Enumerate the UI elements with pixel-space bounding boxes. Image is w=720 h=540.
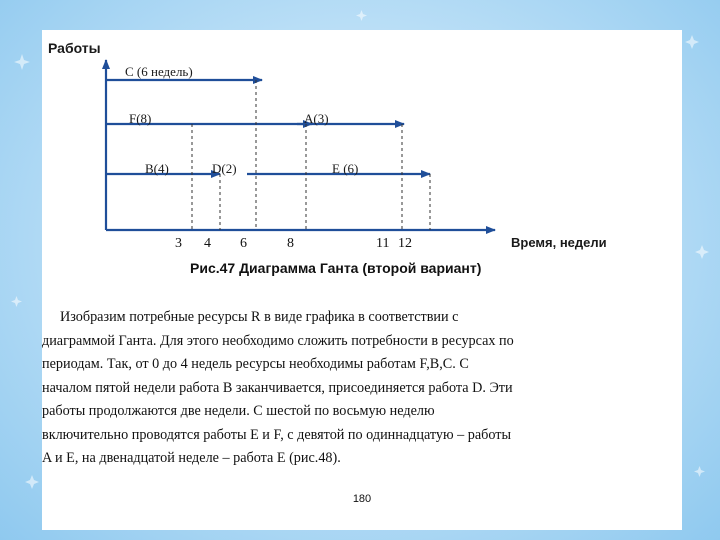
body-text-line: диаграммой Ганта. Для этого необходимо с… bbox=[42, 332, 514, 349]
task-label-d: D(2) bbox=[212, 161, 237, 176]
body-text-line: периодам. Так, от 0 до 4 недель ресурсы … bbox=[42, 356, 469, 372]
body-text-line: включительно проводятся работы E и F, с … bbox=[42, 426, 512, 443]
body-text-line: началом пятой недели работа B заканчивае… bbox=[42, 379, 513, 396]
slide-page: Работы C (6 недель) F(8) A(3) B(4) D(2) … bbox=[42, 30, 682, 530]
task-label-a: A(3) bbox=[304, 111, 329, 126]
gantt-figure: Работы C (6 недель) F(8) A(3) B(4) D(2) … bbox=[42, 30, 682, 320]
y-axis-label: Работы bbox=[48, 40, 101, 56]
tick-label: 4 bbox=[204, 236, 211, 251]
figure-caption: Рис.47 Диаграмма Ганта (второй вариант) bbox=[190, 260, 482, 276]
tick-label: 6 bbox=[240, 236, 247, 251]
task-label-c: C (6 недель) bbox=[125, 64, 193, 79]
x-axis-label: Время, недели bbox=[511, 235, 607, 250]
body-text-line: Изобразим потребные ресурсы R в виде гра… bbox=[60, 309, 459, 325]
tick-label: 3 bbox=[175, 236, 182, 251]
tick-label: 8 bbox=[287, 236, 294, 251]
page-number: 180 bbox=[352, 493, 372, 505]
body-text-line: A и E, на двенадцатой неделе – работа E … bbox=[42, 450, 341, 466]
tick-label: 12 bbox=[398, 236, 412, 251]
task-label-f: F(8) bbox=[129, 111, 152, 126]
task-label-b: B(4) bbox=[145, 161, 169, 176]
gantt-diagram bbox=[102, 59, 496, 234]
task-label-e: E (6) bbox=[332, 161, 359, 176]
tick-label: 11 bbox=[376, 236, 390, 251]
body-text-line: работы продолжаются две недели. С шестой… bbox=[42, 403, 435, 419]
body-paragraph: Изобразим потребные ресурсы R в виде гра… bbox=[42, 306, 682, 471]
